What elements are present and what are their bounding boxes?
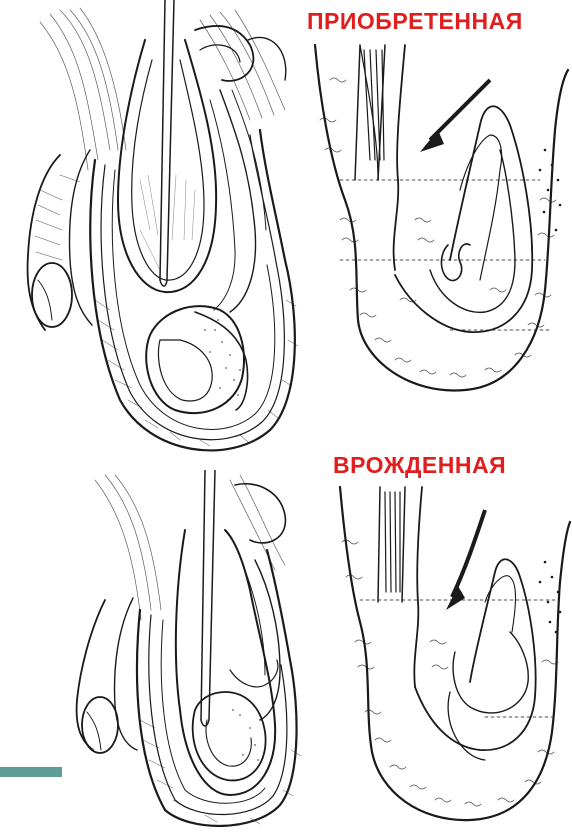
acquired-hernia-schematic <box>300 40 572 400</box>
arrow-icon <box>446 510 485 610</box>
congenital-hernia-schematic <box>320 482 572 827</box>
slide-accent-bar <box>0 767 62 777</box>
congenital-hernia-anatomy-illustration <box>55 470 305 832</box>
congenital-hernia-title: ВРОЖДЕННАЯ <box>333 452 506 479</box>
acquired-hernia-anatomy-illustration <box>0 0 300 465</box>
arrow-icon <box>420 80 490 152</box>
acquired-hernia-title: ПРИОБРЕТЕННАЯ <box>307 8 523 35</box>
